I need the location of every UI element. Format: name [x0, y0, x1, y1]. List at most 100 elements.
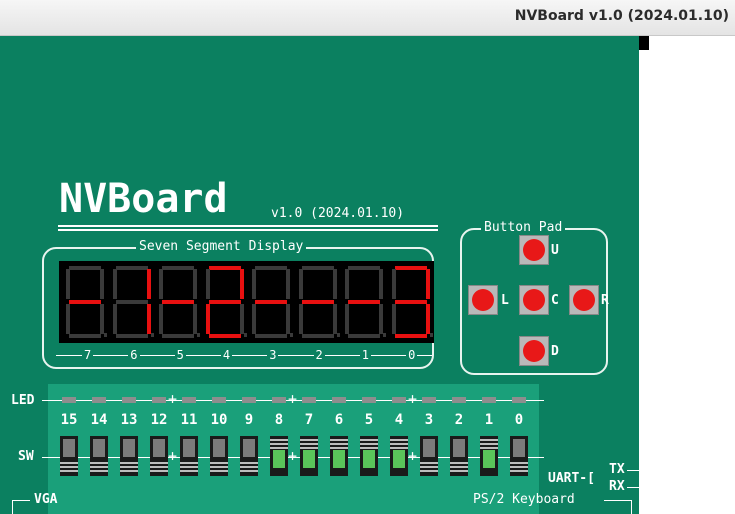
switch-4[interactable] — [390, 436, 408, 476]
segment-b — [193, 269, 197, 299]
switch-stripe — [510, 466, 528, 468]
button-down[interactable] — [519, 336, 549, 366]
led-9 — [242, 397, 256, 403]
switch-7[interactable] — [300, 436, 318, 476]
led-11 — [182, 397, 196, 403]
switch-index-label: 11 — [180, 412, 198, 428]
led-14 — [92, 397, 106, 403]
seven-segment-digit — [248, 261, 294, 343]
segment-e — [205, 304, 210, 334]
logo-underline — [58, 225, 438, 231]
switch-stripe — [450, 462, 468, 464]
switch-12[interactable] — [150, 436, 168, 476]
switch-6[interactable] — [330, 436, 348, 476]
switch-stripe — [180, 466, 198, 468]
switch-8[interactable] — [270, 436, 288, 476]
seven-segment-digit — [62, 261, 108, 343]
led-15 — [62, 397, 76, 403]
seven-segment-scale — [56, 355, 432, 356]
switch-stripe — [210, 466, 228, 468]
segment-dp — [290, 333, 293, 337]
segment-f — [66, 269, 70, 299]
segment-a — [162, 266, 194, 270]
uart-rx-label: RX — [609, 479, 625, 494]
segment-dp — [104, 333, 107, 337]
button-left[interactable] — [468, 285, 498, 315]
led-1 — [482, 397, 496, 403]
switch-index-label: 13 — [120, 412, 138, 428]
button-center[interactable] — [519, 285, 549, 315]
switch-stripe — [240, 462, 258, 464]
switch-10[interactable] — [210, 436, 228, 476]
led-separator-icon: + — [408, 390, 418, 408]
switch-stripe — [240, 470, 258, 472]
switch-stripe — [360, 447, 378, 449]
seven-segment-title: Seven Segment Display — [136, 239, 307, 254]
switch-2[interactable] — [450, 436, 468, 476]
switch-9[interactable] — [240, 436, 258, 476]
segment-a — [255, 266, 287, 270]
switch-index-label: 15 — [60, 412, 78, 428]
switch-11[interactable] — [180, 436, 198, 476]
switch-stripe — [330, 447, 348, 449]
switch-knob — [153, 439, 165, 457]
switch-stripe — [450, 470, 468, 472]
switch-knob — [453, 439, 465, 457]
segment-a — [115, 266, 148, 270]
segment-b — [286, 269, 290, 299]
segment-a — [348, 266, 380, 270]
switch-stripe — [510, 462, 528, 464]
led-separator-icon: + — [168, 390, 178, 408]
segment-d — [301, 334, 334, 338]
segment-dp — [243, 333, 247, 337]
switch-index-label: 4 — [394, 412, 404, 428]
switch-knob — [93, 439, 105, 457]
switch-stripe — [330, 443, 348, 445]
switch-index-label: 3 — [424, 412, 434, 428]
switch-knob — [123, 439, 135, 457]
switch-5[interactable] — [360, 436, 378, 476]
switch-15[interactable] — [60, 436, 78, 476]
uart-tx-line — [627, 470, 639, 471]
segment-d — [69, 334, 101, 338]
segment-f — [205, 269, 210, 299]
switch-stripe — [420, 470, 438, 472]
vga-label: VGA — [34, 492, 58, 507]
logo-text: NVBoard — [59, 176, 228, 222]
segment-f — [298, 269, 303, 299]
switch-stripe — [390, 447, 408, 449]
switch-3[interactable] — [420, 436, 438, 476]
digit-index-label: 5 — [174, 348, 186, 362]
segment-g — [208, 300, 241, 304]
led-separator-icon: + — [288, 390, 298, 408]
switch-stripe — [120, 466, 138, 468]
sw-separator-icon: + — [288, 447, 298, 465]
switch-14[interactable] — [90, 436, 108, 476]
sw-line — [42, 457, 544, 458]
segment-dp — [150, 333, 154, 337]
switch-stripe — [60, 470, 78, 472]
switch-knob — [273, 450, 285, 468]
switch-1[interactable] — [480, 436, 498, 476]
switch-13[interactable] — [120, 436, 138, 476]
switch-stripe — [90, 470, 108, 472]
led-10 — [212, 397, 226, 403]
switch-0[interactable] — [510, 436, 528, 476]
segment-e — [345, 304, 349, 334]
led-2 — [452, 397, 466, 403]
switch-knob — [243, 439, 255, 457]
switch-knob — [213, 439, 225, 457]
segment-b — [332, 269, 337, 299]
button-up[interactable] — [519, 235, 549, 265]
switch-index-label: 1 — [484, 412, 494, 428]
button-right[interactable] — [569, 285, 599, 315]
seven-segment-display — [59, 261, 434, 343]
switch-stripe — [180, 462, 198, 464]
button-center-label: C — [551, 293, 559, 308]
segment-e — [66, 304, 70, 334]
digit-index-label: 0 — [406, 348, 418, 362]
switch-index-label: 12 — [150, 412, 168, 428]
switch-index-label: 5 — [364, 412, 374, 428]
segment-dp — [429, 333, 433, 337]
button-right-label: R — [601, 293, 609, 308]
